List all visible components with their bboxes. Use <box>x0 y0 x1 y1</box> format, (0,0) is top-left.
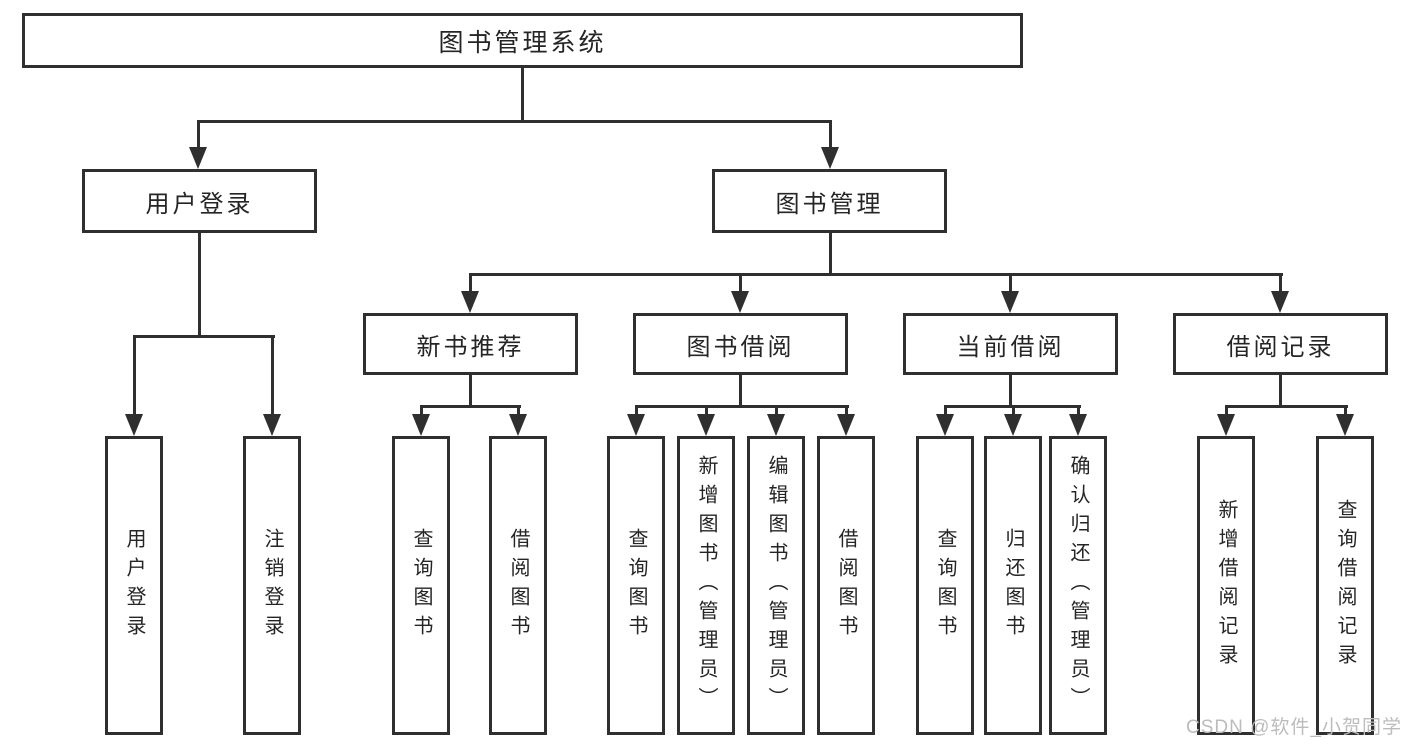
connector-vline <box>775 405 778 420</box>
leaf-edit-book-admin: 编辑图书（管理员） <box>747 436 805 735</box>
leaf-user-login: 用户登录 <box>105 436 163 735</box>
arrow-down-icon <box>461 291 479 313</box>
arrow-down-icon <box>263 414 281 436</box>
node-current-borrow: 当前借阅 <box>903 313 1118 375</box>
connector-vline <box>271 335 274 417</box>
node-borrow-records: 借阅记录 <box>1173 313 1388 375</box>
node-user-login: 用户登录 <box>82 169 317 233</box>
connector-vline <box>1009 375 1012 408</box>
leaf-borrow-books-recommend: 借阅图书 <box>489 436 547 735</box>
leaf-borrow-books: 借阅图书 <box>817 436 875 735</box>
node-book-borrow: 图书借阅 <box>633 313 848 375</box>
connector-vline <box>197 120 200 150</box>
leaf-add-borrow-record: 新增借阅记录 <box>1197 436 1255 735</box>
leaf-confirm-return-admin: 确认归还（管理员） <box>1049 436 1107 735</box>
arrow-down-icon <box>936 414 954 436</box>
connector-vline <box>1279 375 1282 408</box>
connector-vline <box>1077 405 1080 420</box>
connector-vline <box>739 375 742 408</box>
connector-vline <box>845 405 848 420</box>
arrow-down-icon <box>767 414 785 436</box>
leaf-query-books-current: 查询图书 <box>916 436 974 735</box>
arrow-down-icon <box>189 147 207 169</box>
arrow-down-icon <box>125 414 143 436</box>
connector-hline <box>134 335 275 338</box>
connector-vline <box>829 233 832 275</box>
arrow-down-icon <box>837 414 855 436</box>
arrow-down-icon <box>731 291 749 313</box>
arrow-down-icon <box>412 414 430 436</box>
connector-vline <box>198 233 201 337</box>
connector-vline <box>1009 273 1012 295</box>
connector-hline <box>421 405 521 408</box>
arrow-down-icon <box>697 414 715 436</box>
connector-hline <box>470 273 1283 276</box>
arrow-down-icon <box>1336 414 1354 436</box>
connector-vline <box>469 375 472 408</box>
connector-vline <box>705 405 708 420</box>
connector-hline <box>636 405 849 408</box>
arrow-down-icon <box>1001 291 1019 313</box>
connector-vline <box>420 405 423 420</box>
arrow-down-icon <box>1004 414 1022 436</box>
arrow-down-icon <box>1217 414 1235 436</box>
connector-vline <box>944 405 947 420</box>
connector-hline <box>198 120 832 123</box>
leaf-query-books-recommend: 查询图书 <box>392 436 450 735</box>
csdn-watermark: CSDN @软件_小贺同学 <box>1186 717 1402 738</box>
node-book-management: 图书管理 <box>712 169 947 233</box>
connector-vline <box>1279 273 1282 295</box>
node-new-book-recommend: 新书推荐 <box>363 313 578 375</box>
leaf-return-book: 归还图书 <box>984 436 1042 735</box>
connector-vline <box>1344 405 1347 420</box>
connector-vline <box>521 68 524 122</box>
arrow-down-icon <box>509 414 527 436</box>
node-library-system: 图书管理系统 <box>22 13 1023 68</box>
connector-vline <box>469 273 472 295</box>
connector-vline <box>829 120 832 150</box>
connector-hline <box>1226 405 1348 408</box>
connector-vline <box>1225 405 1228 420</box>
arrow-down-icon <box>821 147 839 169</box>
leaf-query-borrow-record: 查询借阅记录 <box>1316 436 1374 735</box>
connector-vline <box>133 335 136 417</box>
arrow-down-icon <box>1271 291 1289 313</box>
connector-vline <box>517 405 520 420</box>
arrow-down-icon <box>1069 414 1087 436</box>
leaf-add-book-admin: 新增图书（管理员） <box>677 436 735 735</box>
connector-vline <box>1012 405 1015 420</box>
leaf-query-books-borrow: 查询图书 <box>607 436 665 735</box>
connector-vline <box>635 405 638 420</box>
leaf-logout: 注销登录 <box>243 436 301 735</box>
connector-vline <box>739 273 742 295</box>
arrow-down-icon <box>627 414 645 436</box>
